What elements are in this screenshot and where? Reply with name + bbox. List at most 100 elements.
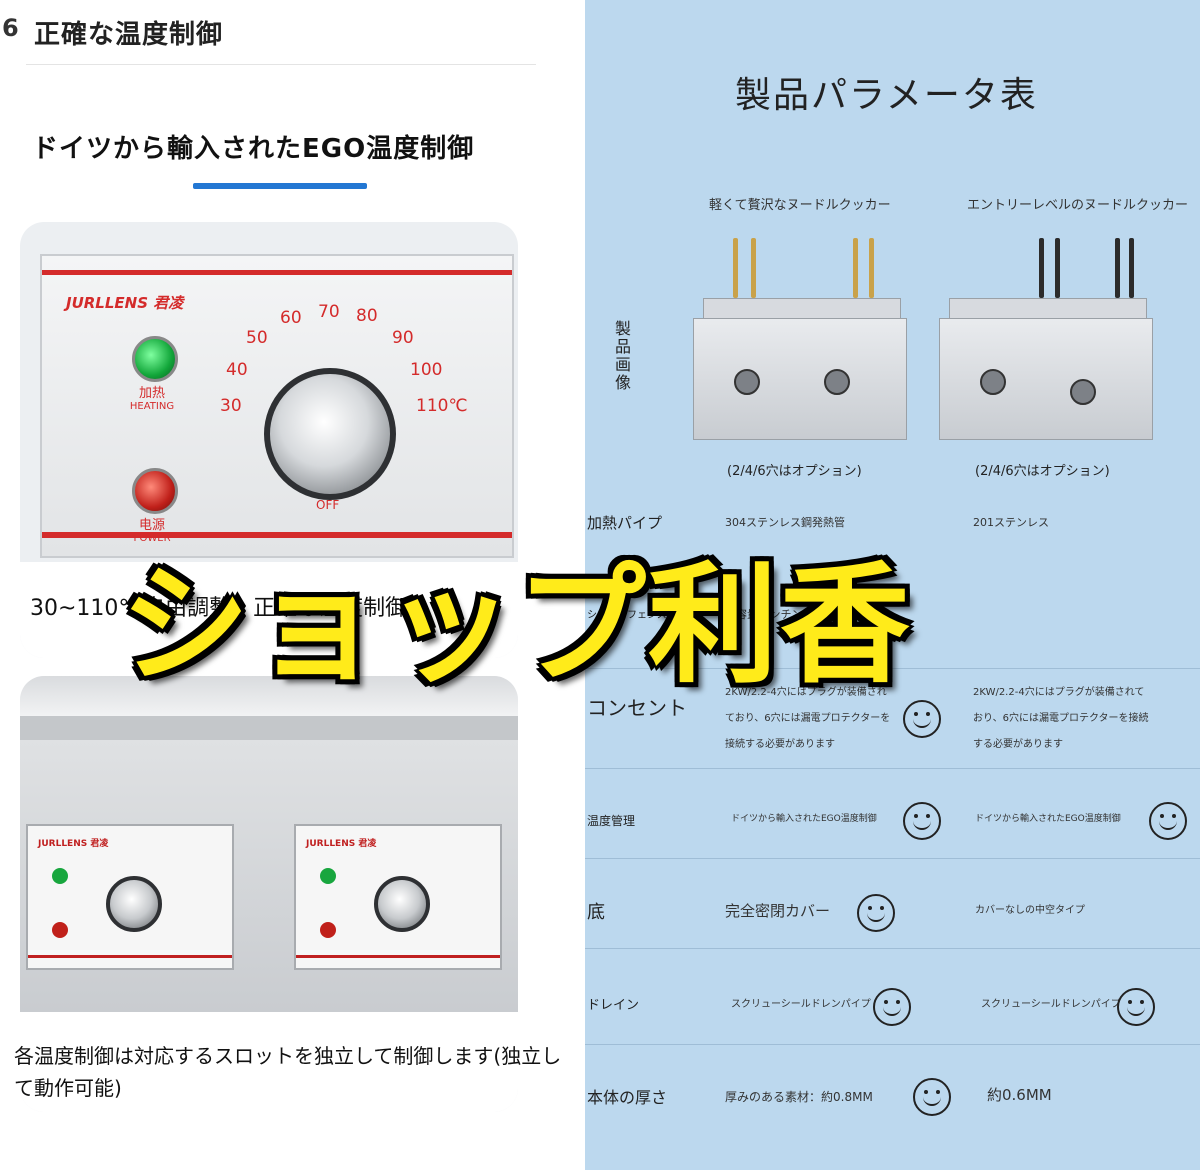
row-label-product-image: 製品画像 <box>612 320 631 392</box>
red-stripe <box>42 532 512 538</box>
noodle-basket <box>733 238 738 298</box>
row-divider <box>585 768 1200 769</box>
row-divider <box>585 1044 1200 1045</box>
row-divider <box>585 668 1200 669</box>
accent-bar <box>193 183 367 189</box>
control-knob <box>734 369 760 395</box>
option-caption: (2/4/6穴はオプション) <box>727 464 862 479</box>
row-label-outlet: コンセント <box>587 696 687 720</box>
caption-band <box>20 562 518 658</box>
row-label-heating-pipe: 加熱パイプ <box>587 514 663 532</box>
cell-luxury: 厚みのある素材：約0.8MM <box>725 1090 873 1104</box>
brand-logo: JURLLENS 君凌 <box>306 839 377 849</box>
dial-mark: 80 <box>356 306 378 326</box>
cell-luxury: 完全密閉カバー <box>725 902 831 920</box>
cell-entry: ドイツから輸入されたEGO温度制御 <box>975 814 1121 824</box>
off-label: OFF <box>316 498 340 512</box>
brand-logo: JURLLENS 君凌 <box>38 839 109 849</box>
noodle-basket <box>869 238 874 298</box>
temperature-knob <box>264 368 396 500</box>
cell-entry: 2KW/2.2-4穴にはプラグが装備されており、6穴には漏電プロテクターを接続す… <box>973 687 1149 750</box>
cell-luxury: スクリューシールドレンパイプ <box>731 999 871 1010</box>
noodle-basket <box>853 238 858 298</box>
control-knob <box>980 369 1006 395</box>
table-title: 製品パラメータ表 <box>735 75 1038 116</box>
temperature-knob <box>374 876 430 932</box>
cell-luxury: 2KW/2.2-4穴にはプラグが装備されており、6穴には漏電プロテクターを接続す… <box>725 687 891 750</box>
red-stripe <box>28 955 232 958</box>
cell-entry: スクリューシールドレンパイプ <box>981 999 1121 1010</box>
dial-mark: 70 <box>318 302 340 322</box>
smiley-icon <box>903 802 941 840</box>
parameter-table: 製品パラメータ表 軽くて贅沢なヌードルクッカー エントリーレベルのヌードルクッカ… <box>585 0 1200 1170</box>
power-lamp <box>320 922 336 938</box>
left-panel: 6 正確な温度制御 ドイツから輸入されたEGO温度制御 JURLLENS 君凌 … <box>0 0 585 1170</box>
smiley-icon <box>903 700 941 738</box>
row-label-bottom: 底 <box>587 902 605 923</box>
smiley-icon <box>857 894 895 932</box>
column-header-entry: エントリーレベルのヌードルクッカー <box>967 198 1189 213</box>
cooker-body <box>693 318 907 440</box>
cell-luxury: 304ステンレス鋼発熱管 <box>725 516 845 529</box>
mini-control-panel: JURLLENS 君凌 <box>294 824 502 970</box>
smiley-icon <box>873 988 911 1026</box>
cooker-body: JURLLENS 君凌 JURLLENS 君凌 <box>20 740 518 1012</box>
row-label-temperature: 温度管理 <box>587 814 636 828</box>
row-divider <box>585 858 1200 859</box>
heating-lamp <box>132 336 178 382</box>
cell-entry: 約0.6MM <box>987 1086 1052 1104</box>
red-stripe <box>42 270 512 275</box>
caption-temperature-range: 30~110℃自由調整、正確な温度制御 <box>30 596 408 621</box>
noodle-basket <box>1055 238 1060 298</box>
caption-independent-control: 各温度制御は対応するスロットを独立して制御します(独立して動作可能) <box>14 1044 562 1100</box>
shop-watermark: ショップ利香 <box>120 549 913 701</box>
mini-control-panel: JURLLENS 君凌 <box>26 824 234 970</box>
column-header-luxury: 軽くて贅沢なヌードルクッカー <box>709 198 891 213</box>
noodle-basket <box>1039 238 1044 298</box>
dial-mark: 30 <box>220 396 242 416</box>
product-image-entry <box>939 232 1159 452</box>
noodle-basket <box>1115 238 1120 298</box>
row-divider <box>585 948 1200 949</box>
dual-panel-photo: JURLLENS 君凌 JURLLENS 君凌 <box>20 676 518 1112</box>
cooker-top <box>20 676 518 716</box>
brand-logo: JURLLENS 君凌 <box>66 294 184 312</box>
dial-mark: 90 <box>392 328 414 348</box>
section-title: 正確な温度制御 <box>34 20 224 50</box>
cell-luxury: 大容量パンチングバウル <box>725 608 847 621</box>
cell-entry: カバーなしの中空タイプ <box>975 905 1085 916</box>
heating-lamp <box>52 868 68 884</box>
row-label-sink-fence: シンクのフェンス <box>587 610 667 621</box>
noodle-basket <box>1129 238 1134 298</box>
cooker-body <box>939 318 1153 440</box>
heating-lamp <box>320 868 336 884</box>
power-lamp <box>52 922 68 938</box>
smiley-icon <box>1149 802 1187 840</box>
dial-mark: 100 <box>410 360 443 380</box>
cooker-rim <box>20 716 518 740</box>
noodle-basket <box>751 238 756 298</box>
dial-mark: 50 <box>246 328 268 348</box>
product-image-luxury <box>693 232 913 452</box>
dial-mark: 60 <box>280 308 302 328</box>
temperature-knob <box>106 876 162 932</box>
divider <box>26 64 536 65</box>
subtitle: ドイツから輸入されたEGO温度制御 <box>32 134 475 164</box>
control-knob <box>824 369 850 395</box>
section-number: 6 <box>2 14 19 42</box>
dial-mark: 40 <box>226 360 248 380</box>
dial-mark: 110℃ <box>416 396 468 416</box>
row-label-drain: ドレイン <box>587 998 640 1013</box>
option-caption: (2/4/6穴はオプション) <box>975 464 1110 479</box>
control-knob <box>1070 379 1096 405</box>
smiley-icon <box>913 1078 951 1116</box>
smiley-icon <box>1117 988 1155 1026</box>
caption-band <box>20 1012 518 1112</box>
row-label-thickness: 本体の厚さ <box>587 1088 668 1107</box>
red-stripe <box>296 955 500 958</box>
cell-luxury: ドイツから輸入されたEGO温度制御 <box>731 814 877 824</box>
